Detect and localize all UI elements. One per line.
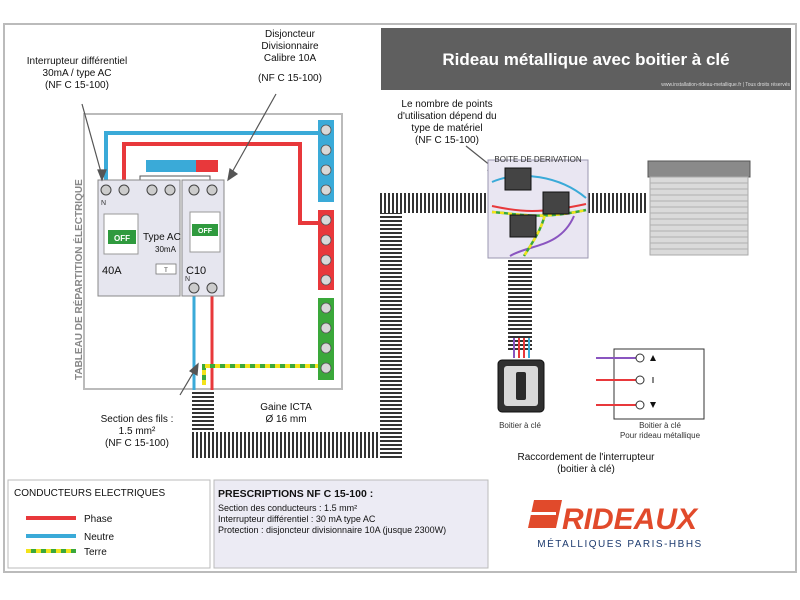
duct-horizontal-bottom (192, 432, 402, 458)
brand-name: RIDEAUX (562, 503, 699, 536)
terminal-screws (320, 124, 332, 374)
legend-item-neutre: Neutre (84, 532, 114, 543)
switch-box-terminals (635, 353, 645, 410)
legend-item-phase: Phase (84, 514, 113, 525)
switch-box-label-2: Pour rideau métallique (620, 431, 701, 440)
shutter-box (647, 160, 751, 178)
diff-test-label: T (164, 268, 168, 274)
section-line-1: Section des fils : (100, 414, 174, 425)
connector-1 (504, 167, 532, 191)
brand-logo: RIDEAUX MÉTALLIQUES PARIS-HBHS (528, 500, 702, 550)
disjoncteur-line-5: (NF C 15-100) (258, 73, 322, 84)
terminal-bar-terre (318, 298, 334, 380)
raccordement-line-1: Raccordement de l'interrupteur (517, 452, 655, 463)
jb-wire-terre-down-stripe (522, 207, 548, 257)
diff-screws (100, 184, 176, 196)
legend-item-terre: Terre (84, 547, 107, 558)
legend-title: CONDUCTEURS ELECTRIQUES (14, 488, 165, 499)
annotation-disjoncteur: Disjoncteur Divisionnaire Calibre 10A (N… (242, 29, 338, 85)
jb-wire-phase (491, 203, 587, 212)
annotation-gaine: Gaine ICTA Ø 16 mm (246, 402, 326, 426)
section-line-2: 1.5 mm² (118, 426, 156, 437)
terminal-bar-phase (318, 210, 334, 290)
annotation-points: Le nombre de points d'utilisation dépend… (388, 99, 506, 147)
brand-tagline: MÉTALLIQUES PARIS-HBHS (537, 537, 702, 550)
disjoncteur-line-2: Divisionnaire (261, 41, 319, 52)
terminal-bar-neutre (318, 120, 334, 202)
prescriptions-box (213, 479, 489, 569)
disjoncteur-line-1: Disjoncteur (264, 29, 316, 40)
switch-wires (513, 338, 530, 358)
div-rating-label: C10 (186, 265, 206, 277)
annotation-raccordement: Raccordement de l'interrupteur (boitier … (506, 452, 666, 476)
wire-neutre-top (104, 131, 322, 183)
title-text: Rideau métallique avec boitier à clé (442, 50, 729, 69)
junction-box-label: BOITE DE DERIVATION (494, 155, 581, 164)
switch-box-diagram (613, 348, 705, 420)
diff-lever[interactable] (108, 230, 136, 244)
differentiel-line-1: Interrupteur différentiel (26, 56, 128, 67)
tableau-label: TABLEAU DE RÉPARTITION ÉLECTRIQUE (72, 179, 85, 380)
prescriptions-title: PRESCRIPTIONS NF C 15-100 : (218, 488, 373, 500)
prescriptions-line-2: Interrupteur différentiel : 30 mA type A… (218, 514, 376, 524)
switch-down-arrow (650, 402, 656, 408)
switch-up-arrow (650, 355, 656, 361)
duct-to-shutter (588, 193, 648, 213)
points-line-4: (NF C 15-100) (415, 135, 479, 146)
gaine-line-1: Gaine ICTA (260, 402, 312, 413)
points-line-1: Le nombre de points (401, 99, 493, 110)
comb-busbar-blue (146, 160, 196, 172)
wire-terre-board (202, 364, 324, 385)
comb-busbar-red (196, 160, 218, 172)
prescriptions-line-1: Section des conducteurs : 1.5 mm² (218, 503, 357, 513)
duct-horizontal-top (380, 193, 488, 213)
prescriptions-line-3: Protection : disjoncteur divisionnaire 1… (218, 525, 446, 535)
annotation-section: Section des fils : 1.5 mm² (NF C 15-100) (92, 414, 182, 450)
legend-box (7, 479, 211, 569)
differentiel-line-3: (NF C 15-100) (45, 80, 109, 91)
points-line-2: d'utilisation dépend du (397, 111, 497, 122)
outer-frame (3, 23, 797, 573)
disjoncteur-line-4 (242, 65, 338, 73)
brand-logo-stripe (530, 512, 556, 515)
connector-3 (509, 214, 537, 238)
shutter-curtain (649, 176, 749, 256)
div-off-label: OFF (198, 228, 213, 235)
wire-phase-top (122, 142, 322, 225)
raccordement-line-2: (boitier à clé) (557, 464, 615, 475)
shutter-slats (650, 182, 748, 250)
jb-wire-neutre (491, 174, 587, 199)
gaine-line-2: Ø 16 mm (265, 414, 307, 425)
duct-to-switch (508, 258, 532, 350)
div-n-label: N (185, 276, 190, 283)
diff-type-label: Type AC (143, 232, 181, 243)
connector-2 (542, 191, 570, 215)
key-switch-label: Boitier à clé (499, 421, 541, 430)
title-url: www.installation-rideau-metallique.fr | … (661, 82, 790, 88)
diff-n-label: N (101, 200, 106, 207)
section-line-3: (NF C 15-100) (105, 438, 169, 449)
points-line-3: type de matériel (411, 123, 483, 134)
diff-off-label: OFF (114, 234, 130, 243)
duct-vertical-mid (380, 193, 402, 458)
differentiel-line-2: 30mA / type AC (42, 68, 112, 79)
div-lever[interactable] (192, 224, 218, 236)
disjoncteur-line-3: Calibre 10A (263, 53, 317, 64)
title-bar (381, 28, 791, 90)
diff-ma-label: 30mA (155, 245, 177, 254)
key-switch-key[interactable] (516, 372, 526, 400)
diff-test-button[interactable] (155, 263, 177, 275)
annotation-differentiel: Interrupteur différentiel 30mA / type AC… (14, 56, 140, 92)
diff-rating-label: 40A (102, 265, 122, 277)
switch-box-label-1: Boitier à clé (639, 421, 681, 430)
jb-wire-violet (509, 215, 575, 257)
switch-box-wires (596, 357, 636, 406)
div-screws (188, 184, 218, 294)
